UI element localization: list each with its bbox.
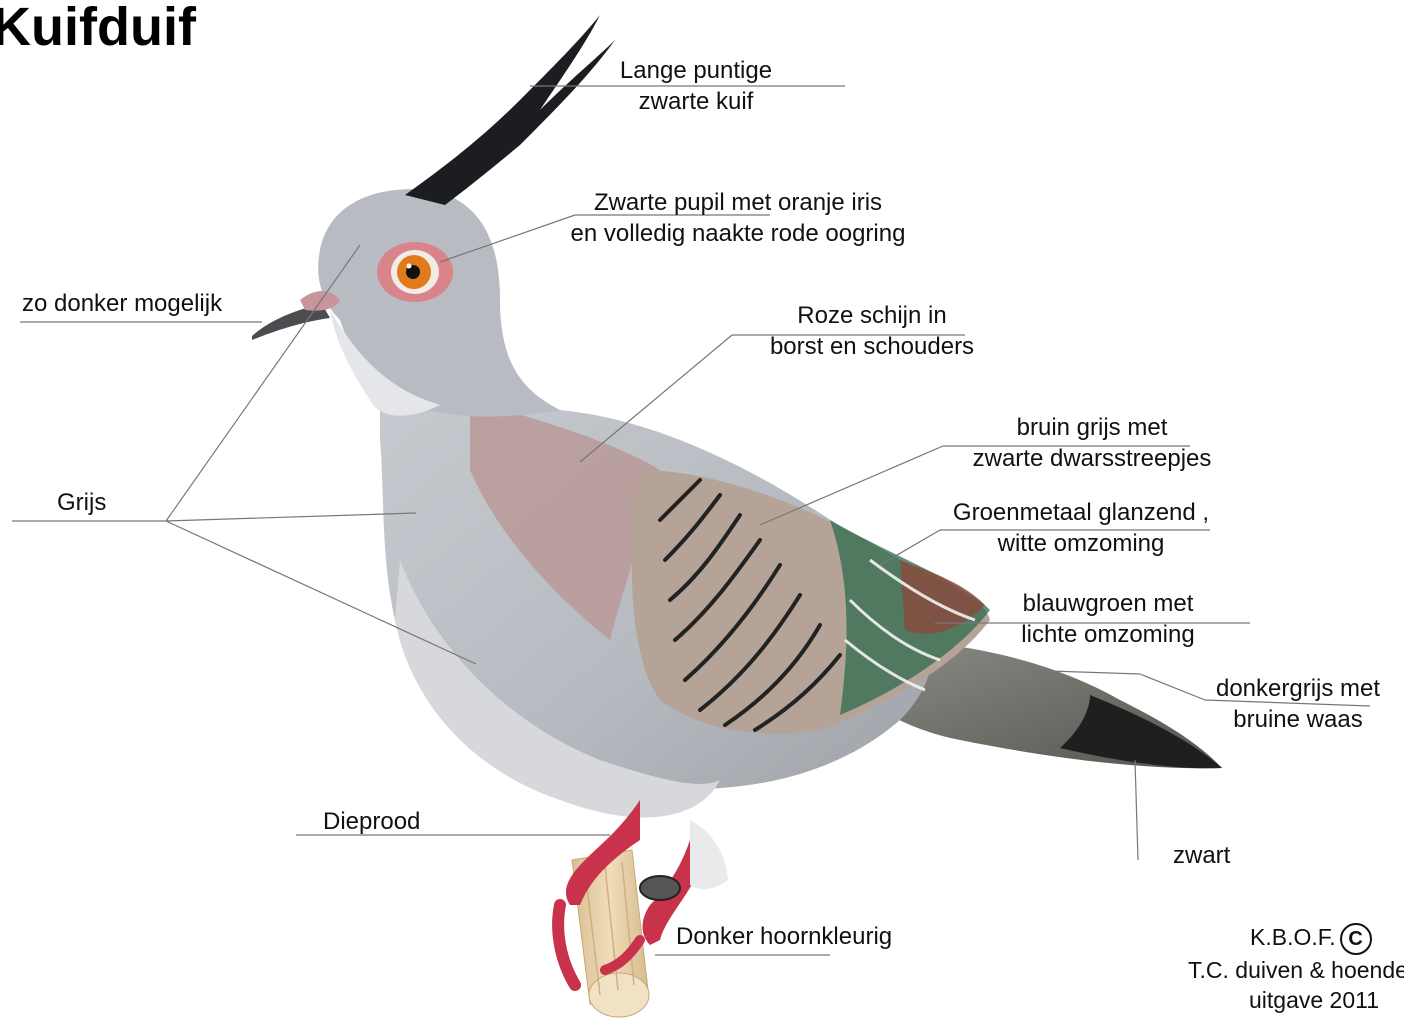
label-bluegreen-line2: lichte omzoming [1005,619,1211,650]
label-eye-line2: en volledig naakte rode oogring [552,218,924,249]
label-breast-line1: Roze schijn in [756,300,988,331]
page-title: Kuifduif [0,0,196,58]
label-beak: zo donker mogelijk [22,288,222,319]
label-tail-line2: bruine waas [1200,704,1396,735]
eye [377,242,453,302]
neck-head [318,189,560,416]
label-grey: Grijs [57,487,106,518]
label-feet: Dieprood [323,806,420,837]
label-wing-bars-line2: zwarte dwarsstreepjes [954,443,1230,474]
label-tail-line1: donkergrijs met [1200,673,1396,704]
label-black: zwart [1173,840,1230,871]
credit-line2: T.C. duiven & hoenders [1188,955,1404,985]
label-wing-bars-line1: bruin grijs met [954,412,1230,443]
label-beak-line1: zo donker mogelijk [22,288,222,319]
label-eye-line1: Zwarte pupil met oranje iris [552,187,924,218]
label-eye: Zwarte pupil met oranje iris en volledig… [552,187,924,249]
label-nails: Donker hoornkleurig [676,921,892,952]
credit-line1: K.B.O.F.C [1250,922,1372,955]
credit-org: K.B.O.F. [1250,924,1336,950]
label-crest-line1: Lange puntige [600,55,792,86]
label-green-line2: witte omzoming [935,528,1227,559]
crest [405,15,615,205]
label-crest-line2: zwarte kuif [600,86,792,117]
label-breast: Roze schijn in borst en schouders [756,300,988,362]
label-grey-line1: Grijs [57,487,106,518]
label-wing-bars: bruin grijs met zwarte dwarsstreepjes [954,412,1230,474]
label-crest: Lange puntige zwarte kuif [600,55,792,117]
label-breast-line2: borst en schouders [756,331,988,362]
label-black-line1: zwart [1173,840,1230,871]
credit-line3: uitgave 2011 [1249,985,1379,1015]
label-tail: donkergrijs met bruine waas [1200,673,1396,735]
label-bluegreen: blauwgroen met lichte omzoming [1005,588,1211,650]
label-green: Groenmetaal glanzend , witte omzoming [935,497,1227,559]
label-nails-line1: Donker hoornkleurig [676,921,892,952]
label-bluegreen-line1: blauwgroen met [1005,588,1211,619]
label-green-line1: Groenmetaal glanzend , [935,497,1227,528]
label-feet-line1: Dieprood [323,806,420,837]
copyright-icon: C [1340,923,1372,955]
